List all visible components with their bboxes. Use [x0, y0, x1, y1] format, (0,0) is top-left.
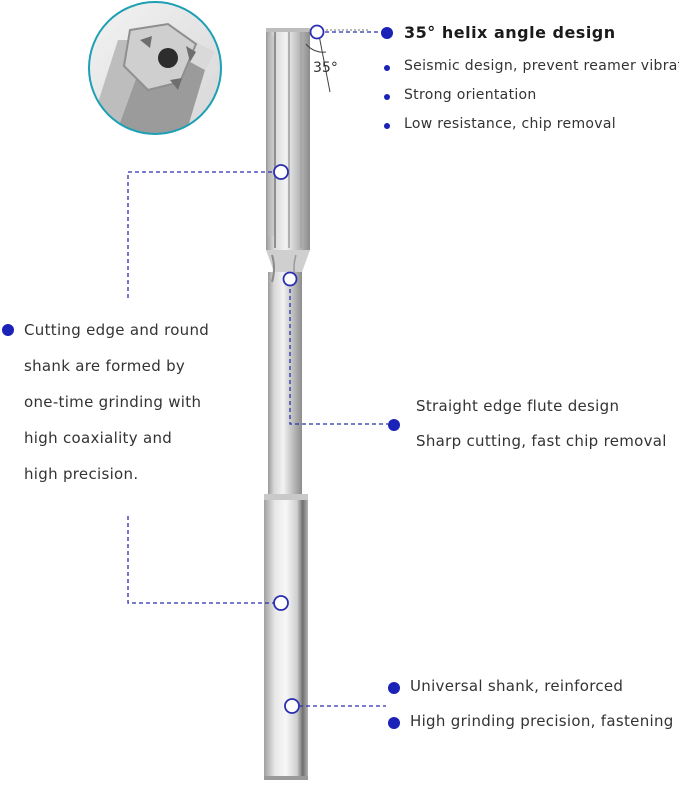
- flute-line: Straight edge flute design: [416, 397, 620, 415]
- flute-line: Sharp cutting, fast chip removal: [416, 432, 667, 450]
- grinding-line: one-time grinding with: [24, 393, 202, 411]
- grinding-feature-text: Cutting edge and round shank are formed …: [24, 312, 209, 492]
- helix-bullet: Low resistance, chip removal: [404, 116, 616, 132]
- grinding-line: high coaxiality and: [24, 429, 173, 447]
- grinding-line: high precision.: [24, 465, 139, 483]
- helix-angle-label: 35°: [313, 60, 338, 76]
- shank-bullet-dot: [388, 717, 400, 729]
- helix-bullet: Strong orientation: [404, 87, 537, 103]
- flute-feature-text: Straight edge flute design Sharp cutting…: [416, 389, 667, 459]
- shank-bullet: Universal shank, reinforced: [410, 677, 624, 695]
- tip-closeup-inset: [88, 1, 222, 135]
- shank-bullet-dot: [388, 682, 400, 694]
- helix-bullet: Seismic design, prevent reamer vibration: [404, 58, 679, 74]
- helix-feature-title: 35° helix angle design: [404, 23, 616, 42]
- grinding-line: Cutting edge and round: [24, 321, 210, 339]
- leader-lines: [127, 31, 388, 707]
- reamer-shank: [264, 494, 308, 780]
- grinding-dot: [2, 324, 14, 336]
- bullet-dot: [384, 123, 390, 129]
- reamer-cutting-section: [266, 28, 310, 250]
- grinding-line: shank are formed by: [24, 357, 186, 375]
- helix-title-dot: [381, 27, 393, 39]
- bullet-dot: [384, 94, 390, 100]
- marker-circles: [273, 24, 325, 714]
- helix-angle-indicator: [305, 29, 368, 93]
- flute-dot: [388, 419, 400, 431]
- reamer-neck: [266, 250, 310, 494]
- bullet-dot: [384, 65, 390, 71]
- shank-bullet: High grinding precision, fastening: [410, 712, 674, 730]
